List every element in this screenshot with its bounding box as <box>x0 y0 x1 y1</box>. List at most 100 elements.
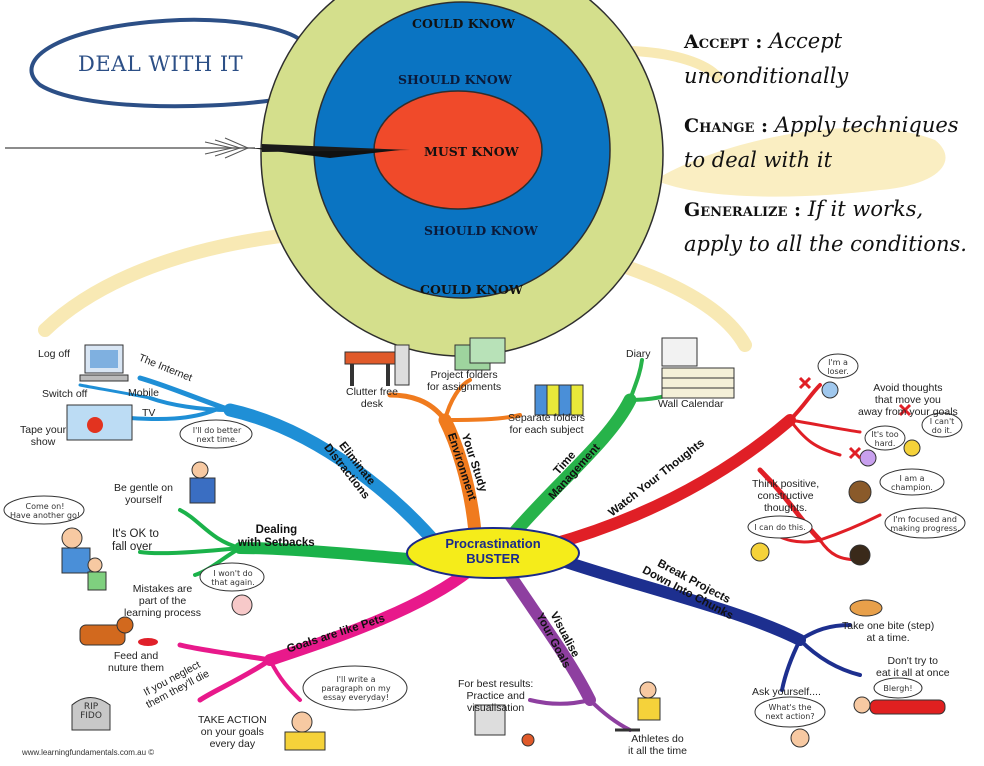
hub-line1: Procrastination <box>445 536 541 551</box>
branch-setbacks <box>138 508 426 577</box>
label-mobile: Mobile <box>128 387 159 399</box>
bubble-line: making progress. <box>890 524 960 533</box>
label-take-action: TAKE ACTION on your goals every day <box>198 714 267 750</box>
label-line: every day <box>209 738 256 750</box>
label-line: part of the <box>138 595 187 607</box>
bubble-line: It's too <box>871 430 899 439</box>
basketball-icon <box>474 704 535 747</box>
binders-icon <box>534 384 584 416</box>
calendar-icon <box>661 367 735 399</box>
hub-label: Procrastination BUSTER <box>408 536 578 566</box>
cross-icons <box>798 376 912 460</box>
label-line: Athletes do <box>631 733 684 745</box>
bubble-line: do it. <box>931 426 953 435</box>
thinker-icon <box>790 728 810 748</box>
could-know-bottom-label: COULD KNOW <box>420 282 523 297</box>
bubble-text-next-action: What's the next action? <box>755 703 825 721</box>
label-dont-try: Don't try to eat it all at once <box>876 655 950 679</box>
bubble-text-too-hard: It's too hard. <box>865 430 905 448</box>
bubble-line: I can't <box>929 417 955 426</box>
definition-line1: If it works, <box>807 197 924 221</box>
label-line: that move you <box>874 394 941 406</box>
definition-line1: Accept <box>769 29 843 53</box>
writer-icon <box>284 711 326 751</box>
label-athletes: Athletes do it all the time <box>628 733 687 757</box>
label-line: it all the time <box>628 745 687 757</box>
computer-icon <box>79 344 129 382</box>
bubble-line: next action? <box>765 712 815 721</box>
label-separate-folders: Separate folders for each subject <box>508 412 585 436</box>
project-folders-icon <box>454 337 506 371</box>
lying-person-icon <box>853 696 946 715</box>
bubble-line: that again. <box>211 578 255 587</box>
label-line: Feed and <box>113 650 159 662</box>
hub-ellipse <box>406 527 580 579</box>
bubble-cant <box>921 412 963 438</box>
happy-face-icons <box>750 480 872 566</box>
diary-icon <box>661 337 698 367</box>
label-ask-yourself: Ask yourself.... <box>752 686 821 698</box>
definition-generalize: Generalize : If it works, apply to all t… <box>684 192 967 261</box>
branch-thoughts <box>544 383 882 562</box>
deal-with-it-title: DEAL WITH IT <box>78 52 244 76</box>
label-best-results: For best results: Practice and visualisa… <box>458 678 533 714</box>
label-line: for each subject <box>509 424 584 436</box>
label-project-folders: Project folders for assignments <box>427 369 501 393</box>
bubble-champion <box>879 468 945 496</box>
sad-face-icons <box>821 381 921 467</box>
label-line: eat it all at once <box>876 667 950 679</box>
label-line: on your goals <box>200 726 264 738</box>
branch-label-line: Dealing <box>255 524 298 536</box>
burger-icon <box>849 599 883 617</box>
label-line: Don't try to <box>887 655 938 667</box>
right-swoosh <box>655 127 946 197</box>
bubble-loser <box>817 353 859 379</box>
desk-icon <box>344 344 410 386</box>
bubble-do-better <box>179 419 253 449</box>
person-icon <box>189 461 216 504</box>
bubble-text-cant: I can't do it. <box>922 417 962 435</box>
definition-term: Change : <box>684 115 769 137</box>
label-line: Clutter free <box>346 386 398 398</box>
bubble-text-blergh: Blergh! <box>883 684 913 693</box>
definition-accept: Accept : Accept unconditionally <box>684 24 848 93</box>
bubble-text-come-on: Come on! Have another go! <box>6 502 84 520</box>
bubble-line: RIP <box>83 702 99 712</box>
deal-swoosh <box>29 17 302 109</box>
definition-line2: to deal with it <box>684 148 833 172</box>
bubble-line: What's the <box>768 703 812 712</box>
label-line: desk <box>360 398 384 410</box>
label-line: TAKE ACTION <box>198 714 267 726</box>
branch-study-env <box>387 378 522 539</box>
label-be-gentle: Be gentle on yourself <box>114 482 173 506</box>
mother-child-icon <box>61 527 107 591</box>
bubble-line: FIDO <box>80 711 102 721</box>
label-line: nuture them <box>108 662 165 674</box>
definition-term: Generalize : <box>684 199 802 221</box>
arrow-icon <box>5 137 410 159</box>
bubble-line: I am a <box>899 474 925 483</box>
label-line: yourself <box>125 494 162 506</box>
label-switch-off: Switch off <box>42 388 88 400</box>
label-line: Avoid thoughts <box>873 382 943 394</box>
label-line: For best results: <box>458 678 534 690</box>
should-know-bottom-label: SHOULD KNOW <box>424 223 538 238</box>
bubble-text-paragraph: I'll write a paragraph on my essay every… <box>308 675 404 702</box>
label-mistakes: Mistakes are part of the learning proces… <box>124 583 201 619</box>
branch-eliminate <box>78 375 447 555</box>
face-icon <box>231 594 253 616</box>
branch-pets <box>177 564 476 703</box>
bubble-next-action <box>754 696 826 728</box>
label-line: constructive <box>757 490 814 502</box>
branch-chunks <box>554 554 862 692</box>
could-know-top-label: COULD KNOW <box>412 16 515 31</box>
branch-label-line: with Setbacks <box>238 537 315 549</box>
tv-icon <box>66 404 133 441</box>
label-line: thoughts. <box>763 502 808 514</box>
bubble-can-do <box>747 515 813 539</box>
bubble-line: I'll do better <box>192 426 242 435</box>
bubble-text-wont-do: I won't do that again. <box>202 569 264 587</box>
label-ok-fall: It's OK to fall over <box>112 528 159 554</box>
bubble-line: essay everyday! <box>323 693 389 702</box>
label-line: Project folders <box>430 369 498 381</box>
